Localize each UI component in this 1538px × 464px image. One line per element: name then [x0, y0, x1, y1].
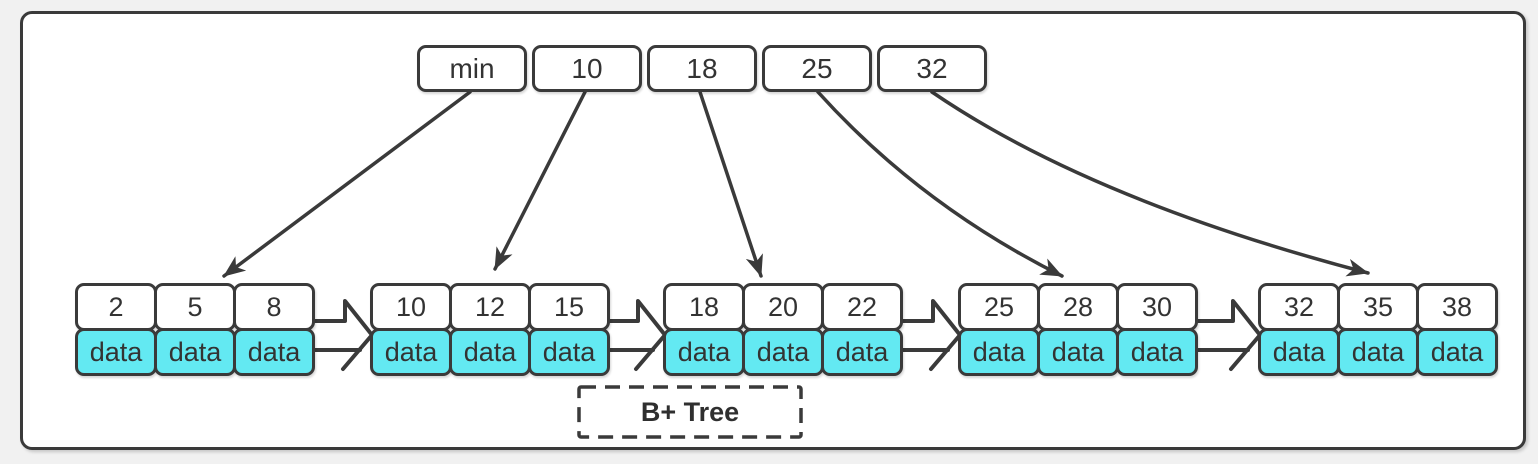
data-cell: data: [1337, 328, 1419, 376]
key-cell: 2: [75, 283, 157, 331]
data-cell: data: [75, 328, 157, 376]
internal-node-key-cell: 25: [762, 45, 872, 92]
internal-node-key-cell: min: [417, 45, 527, 92]
data-cell: data: [1037, 328, 1119, 376]
leaf-data-row: data data data: [958, 328, 1198, 376]
key-cell: 25: [958, 283, 1040, 331]
key-cell: 18: [663, 283, 745, 331]
internal-node-key-cell: 32: [877, 45, 987, 92]
internal-node: min 10 18 25 32: [417, 45, 987, 92]
data-cell: data: [449, 328, 531, 376]
leaf-key-row: 25 28 30: [958, 283, 1198, 331]
internal-node-key-cell: 18: [647, 45, 757, 92]
data-cell: data: [1416, 328, 1498, 376]
leaf-key-row: 18 20 22: [663, 283, 903, 331]
data-cell: data: [742, 328, 824, 376]
leaf-node: 25 28 30 data data data: [958, 283, 1198, 376]
tree-label: B+ Tree: [640, 396, 740, 427]
data-cell: data: [958, 328, 1040, 376]
internal-node-key-cell: 10: [532, 45, 642, 92]
key-cell: 8: [233, 283, 315, 331]
key-cell: 22: [821, 283, 903, 331]
key-cell: 38: [1416, 283, 1498, 331]
leaf-data-row: data data data: [370, 328, 610, 376]
key-cell: 28: [1037, 283, 1119, 331]
data-cell: data: [663, 328, 745, 376]
data-cell: data: [1258, 328, 1340, 376]
data-cell: data: [233, 328, 315, 376]
leaf-key-row: 10 12 15: [370, 283, 610, 331]
data-cell: data: [528, 328, 610, 376]
key-cell: 32: [1258, 283, 1340, 331]
key-cell: 15: [528, 283, 610, 331]
data-cell: data: [370, 328, 452, 376]
data-cell: data: [1116, 328, 1198, 376]
leaf-key-row: 32 35 38: [1258, 283, 1498, 331]
leaf-key-row: 2 5 8: [75, 283, 315, 331]
leaf-data-row: data data data: [75, 328, 315, 376]
leaf-node: 32 35 38 data data data: [1258, 283, 1498, 376]
key-cell: 10: [370, 283, 452, 331]
leaf-node: 10 12 15 data data data: [370, 283, 610, 376]
key-cell: 5: [154, 283, 236, 331]
leaf-data-row: data data data: [663, 328, 903, 376]
data-cell: data: [821, 328, 903, 376]
key-cell: 12: [449, 283, 531, 331]
leaf-node: 2 5 8 data data data: [75, 283, 315, 376]
key-cell: 30: [1116, 283, 1198, 331]
data-cell: data: [154, 328, 236, 376]
key-cell: 35: [1337, 283, 1419, 331]
leaf-data-row: data data data: [1258, 328, 1498, 376]
leaf-node: 18 20 22 data data data: [663, 283, 903, 376]
key-cell: 20: [742, 283, 824, 331]
